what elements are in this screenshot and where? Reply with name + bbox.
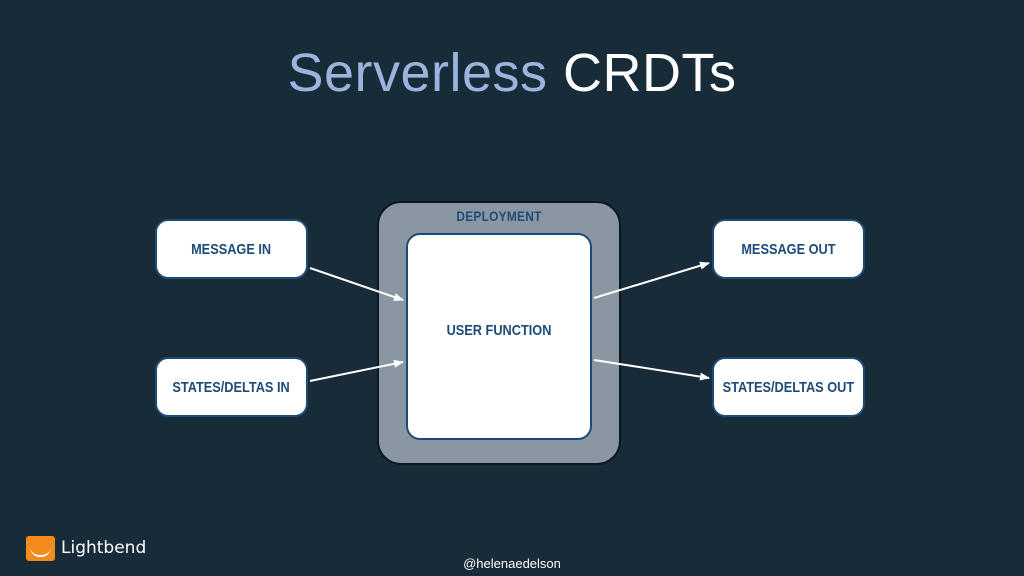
title-crdts: CRDTs — [563, 43, 737, 103]
message-in-box: MESSAGE IN — [155, 219, 308, 279]
title-serverless: Serverless — [287, 43, 548, 103]
arrow-message-out — [593, 261, 710, 299]
states-deltas-out-box: STATES/DELTAS OUT — [712, 357, 865, 417]
states-deltas-out-label: STATES/DELTAS OUT — [722, 378, 855, 396]
deployment-label: DEPLOYMENT — [456, 208, 542, 224]
states-deltas-in-label: STATES/DELTAS IN — [172, 378, 291, 396]
brand-name: Lightbend — [61, 538, 147, 558]
author-handle: @helenaedelson — [463, 556, 561, 571]
user-function-label: USER FUNCTION — [446, 322, 552, 339]
arrow-states-in — [309, 359, 404, 382]
slide-title: Serverless CRDTs — [0, 38, 1024, 108]
arrow-message-in — [309, 267, 404, 301]
message-in-label: MESSAGE IN — [191, 240, 272, 258]
message-out-label: MESSAGE OUT — [741, 240, 836, 258]
arrow-states-out — [593, 359, 710, 381]
user-function-box — [406, 233, 592, 440]
message-out-box: MESSAGE OUT — [712, 219, 865, 279]
lightbend-logo-icon — [26, 536, 55, 561]
states-deltas-in-box: STATES/DELTAS IN — [155, 357, 308, 417]
